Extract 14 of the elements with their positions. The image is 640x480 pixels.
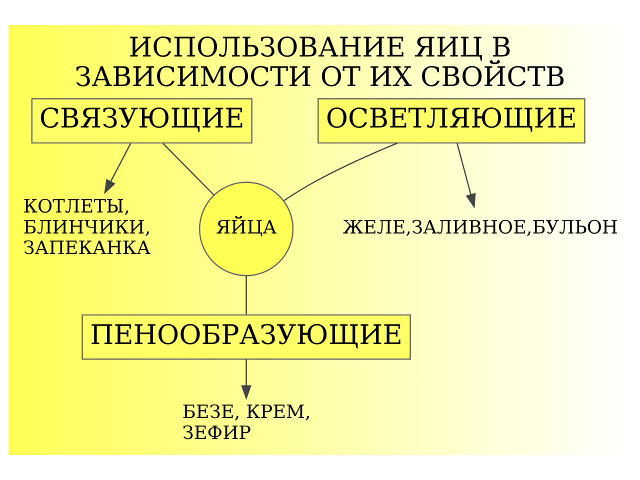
connector (246, 276, 247, 314)
arrow (104, 143, 132, 194)
connector (162, 143, 215, 196)
node-circle: ЯЙЦА (198, 182, 294, 276)
node-box: СВЯЗУЮЩИЕ (31, 98, 252, 144)
arrow (241, 359, 252, 400)
diagram-title: ИСПОЛЬЗОВАНИЕ ЯИЦ В ЗАВИСИМОСТИ ОТ ИХ СВОЙСТВ (74, 32, 566, 93)
node-text: ЖЕЛЕ,ЗАЛИВНОЕ,БУЛЬОН (342, 217, 618, 238)
node-box: ОСВЕТЛЯЮЩИЕ (318, 98, 586, 144)
connector (283, 142, 398, 202)
arrow (456, 143, 476, 209)
node-text: КОТЛЕТЫ, БЛИНЧИКИ, ЗАПЕКАНКА (23, 196, 151, 260)
node-text: БЕЗЕ, КРЕМ, ЗЕФИР (182, 402, 311, 444)
node-box: ПЕНООБРАЗУЮЩИЕ (82, 314, 411, 360)
